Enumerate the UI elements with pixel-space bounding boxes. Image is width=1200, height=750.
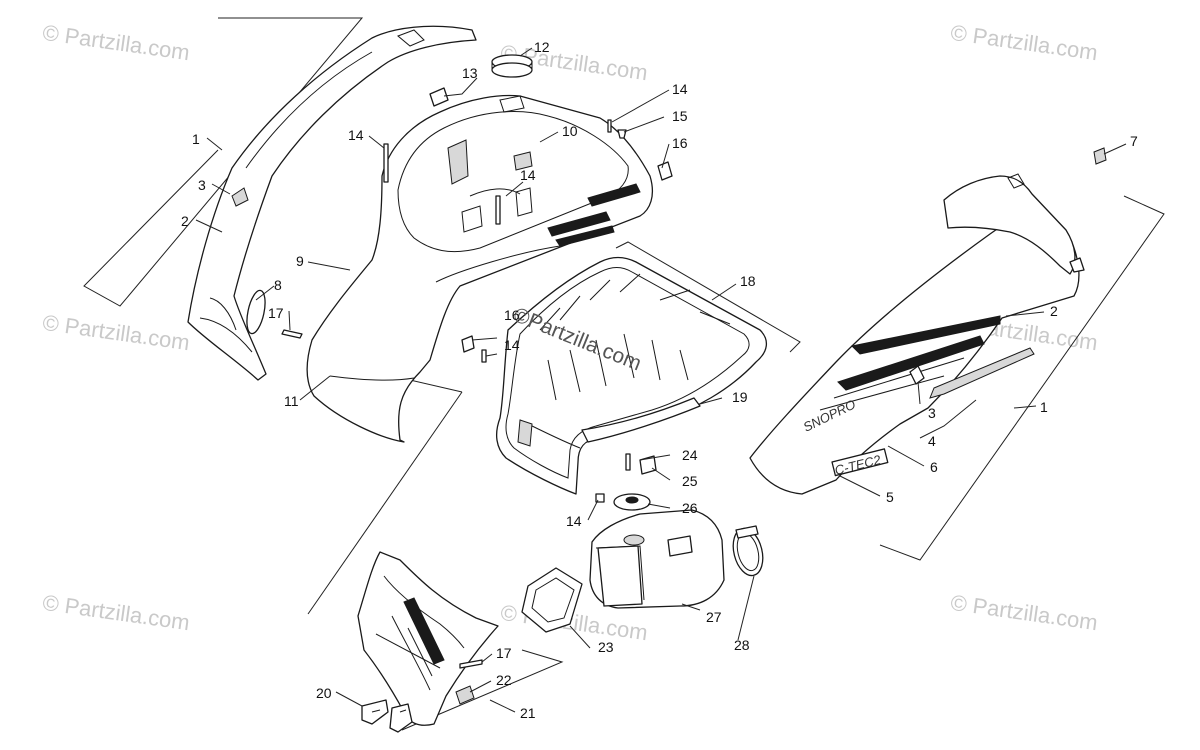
callout-14-c: 14: [672, 81, 688, 97]
callout-labels: 1 3 2 8 17 9 11 13 12 10 14 14 14 15 16 …: [181, 39, 1138, 721]
bracket-lower-nose: [307, 391, 463, 615]
callout-1-left: 1: [192, 131, 200, 147]
bracket-airbox: [615, 241, 801, 353]
callout-2-left: 2: [181, 213, 189, 229]
callout-4: 4: [928, 433, 936, 449]
cover-13[interactable]: [429, 87, 449, 107]
callout-14-b: 14: [520, 167, 536, 183]
callout-5: 5: [886, 489, 894, 505]
bracket-20[interactable]: [361, 699, 413, 733]
hood[interactable]: [306, 94, 654, 443]
callout-11: 11: [284, 393, 299, 409]
callout-17-top: 17: [268, 305, 284, 321]
callout-3-right: 3: [928, 405, 936, 421]
clip-22[interactable]: [455, 685, 475, 705]
clip-16[interactable]: [657, 161, 673, 181]
callout-14-a: 14: [348, 127, 364, 143]
clip-right[interactable]: [1069, 257, 1085, 273]
decal-4[interactable]: [929, 347, 1035, 399]
callout-6: 6: [930, 459, 938, 475]
bracket-right-panel: [879, 195, 1165, 561]
callout-1-right: 1: [1040, 399, 1048, 415]
callout-22: 22: [496, 672, 512, 688]
callout-3-left: 3: [198, 177, 206, 193]
callout-13: 13: [462, 65, 478, 81]
bracket-left-panel: [83, 17, 364, 307]
callout-7: 7: [1130, 133, 1138, 149]
callout-17-bottom: 17: [496, 645, 512, 661]
screw-17-top[interactable]: [281, 329, 303, 339]
callout-8: 8: [274, 277, 282, 293]
callout-20: 20: [316, 685, 332, 701]
callout-10: 10: [562, 123, 578, 139]
callout-16-center: 16: [504, 307, 520, 323]
hose-clamp[interactable]: [729, 525, 768, 578]
callout-23: 23: [598, 639, 614, 655]
callout-16-right: 16: [672, 135, 688, 151]
bracket-lower-piece: [401, 649, 564, 731]
airbox[interactable]: [495, 256, 767, 495]
screw-fasteners[interactable]: [383, 119, 612, 503]
ctec-badge[interactable]: [831, 448, 889, 477]
callout-14-d: 14: [504, 337, 520, 353]
intake-fasteners[interactable]: [613, 453, 657, 511]
grommet-12[interactable]: [491, 54, 533, 78]
callout-2-right: 2: [1050, 303, 1058, 319]
callout-12: 12: [534, 39, 550, 55]
assembly-brackets: [83, 17, 1165, 731]
callout-28: 28: [734, 637, 750, 653]
callout-25: 25: [682, 473, 698, 489]
callout-24: 24: [682, 447, 698, 463]
lower-nose[interactable]: [357, 551, 499, 726]
callout-26: 26: [682, 500, 698, 516]
gasket[interactable]: [521, 567, 583, 633]
callout-19: 19: [732, 389, 748, 405]
leader-lines: [195, 47, 1127, 713]
clip-16-center[interactable]: [461, 335, 475, 353]
callout-18: 18: [740, 273, 756, 289]
callout-21: 21: [520, 705, 536, 721]
decal-oval-8[interactable]: [244, 289, 269, 335]
screw-17-bottom[interactable]: [459, 659, 483, 669]
callout-9: 9: [296, 253, 304, 269]
clip-7[interactable]: [1093, 147, 1107, 165]
intake-duct[interactable]: [589, 509, 725, 609]
bracket-lower-nose-right: [409, 379, 463, 393]
callout-15: 15: [672, 108, 688, 124]
callout-27: 27: [706, 609, 722, 625]
left-hood-panel[interactable]: [187, 25, 477, 381]
callout-14-bottom: 14: [566, 513, 582, 529]
right-side-panel[interactable]: SNOPRO C-TEC2: [749, 173, 1080, 495]
